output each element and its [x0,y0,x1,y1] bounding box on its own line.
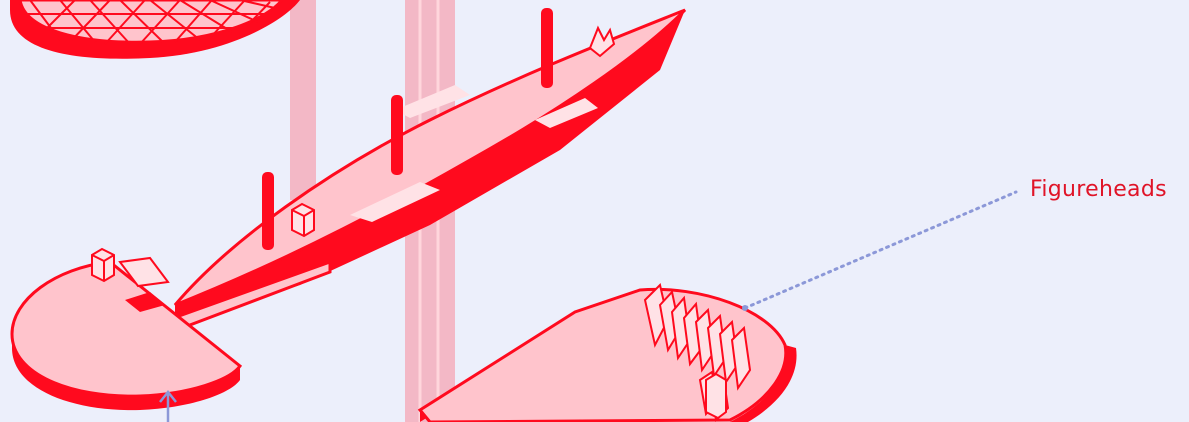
deck-highlight-2 [395,85,470,118]
display-box [705,372,727,420]
figureheads-leader-dot [742,305,748,311]
deck-highlight-1 [350,182,440,222]
elevated-deck [138,8,687,344]
lower-left-platform [10,247,243,411]
awning [118,256,170,288]
platform-left-surface [10,260,243,398]
pillar-left [290,0,316,200]
bottom-leader-arrow [159,389,177,422]
figurehead-cluster [643,283,752,422]
mast-2 [391,95,403,175]
platform-right-rim [730,345,797,422]
gridded-roof-platform [10,0,300,59]
deck-highlight-3 [535,98,598,128]
bow-ornament [588,25,616,58]
ramp-shadow [125,292,165,312]
roof-lattice [28,0,276,45]
mast-3 [541,8,553,88]
kiosk [91,247,115,283]
lower-right-platform [417,283,797,422]
display-case [291,202,315,238]
figureheads-leader-line [743,190,1018,310]
mast-1 [262,172,274,250]
figureheads-label: Figureheads [1030,177,1167,202]
